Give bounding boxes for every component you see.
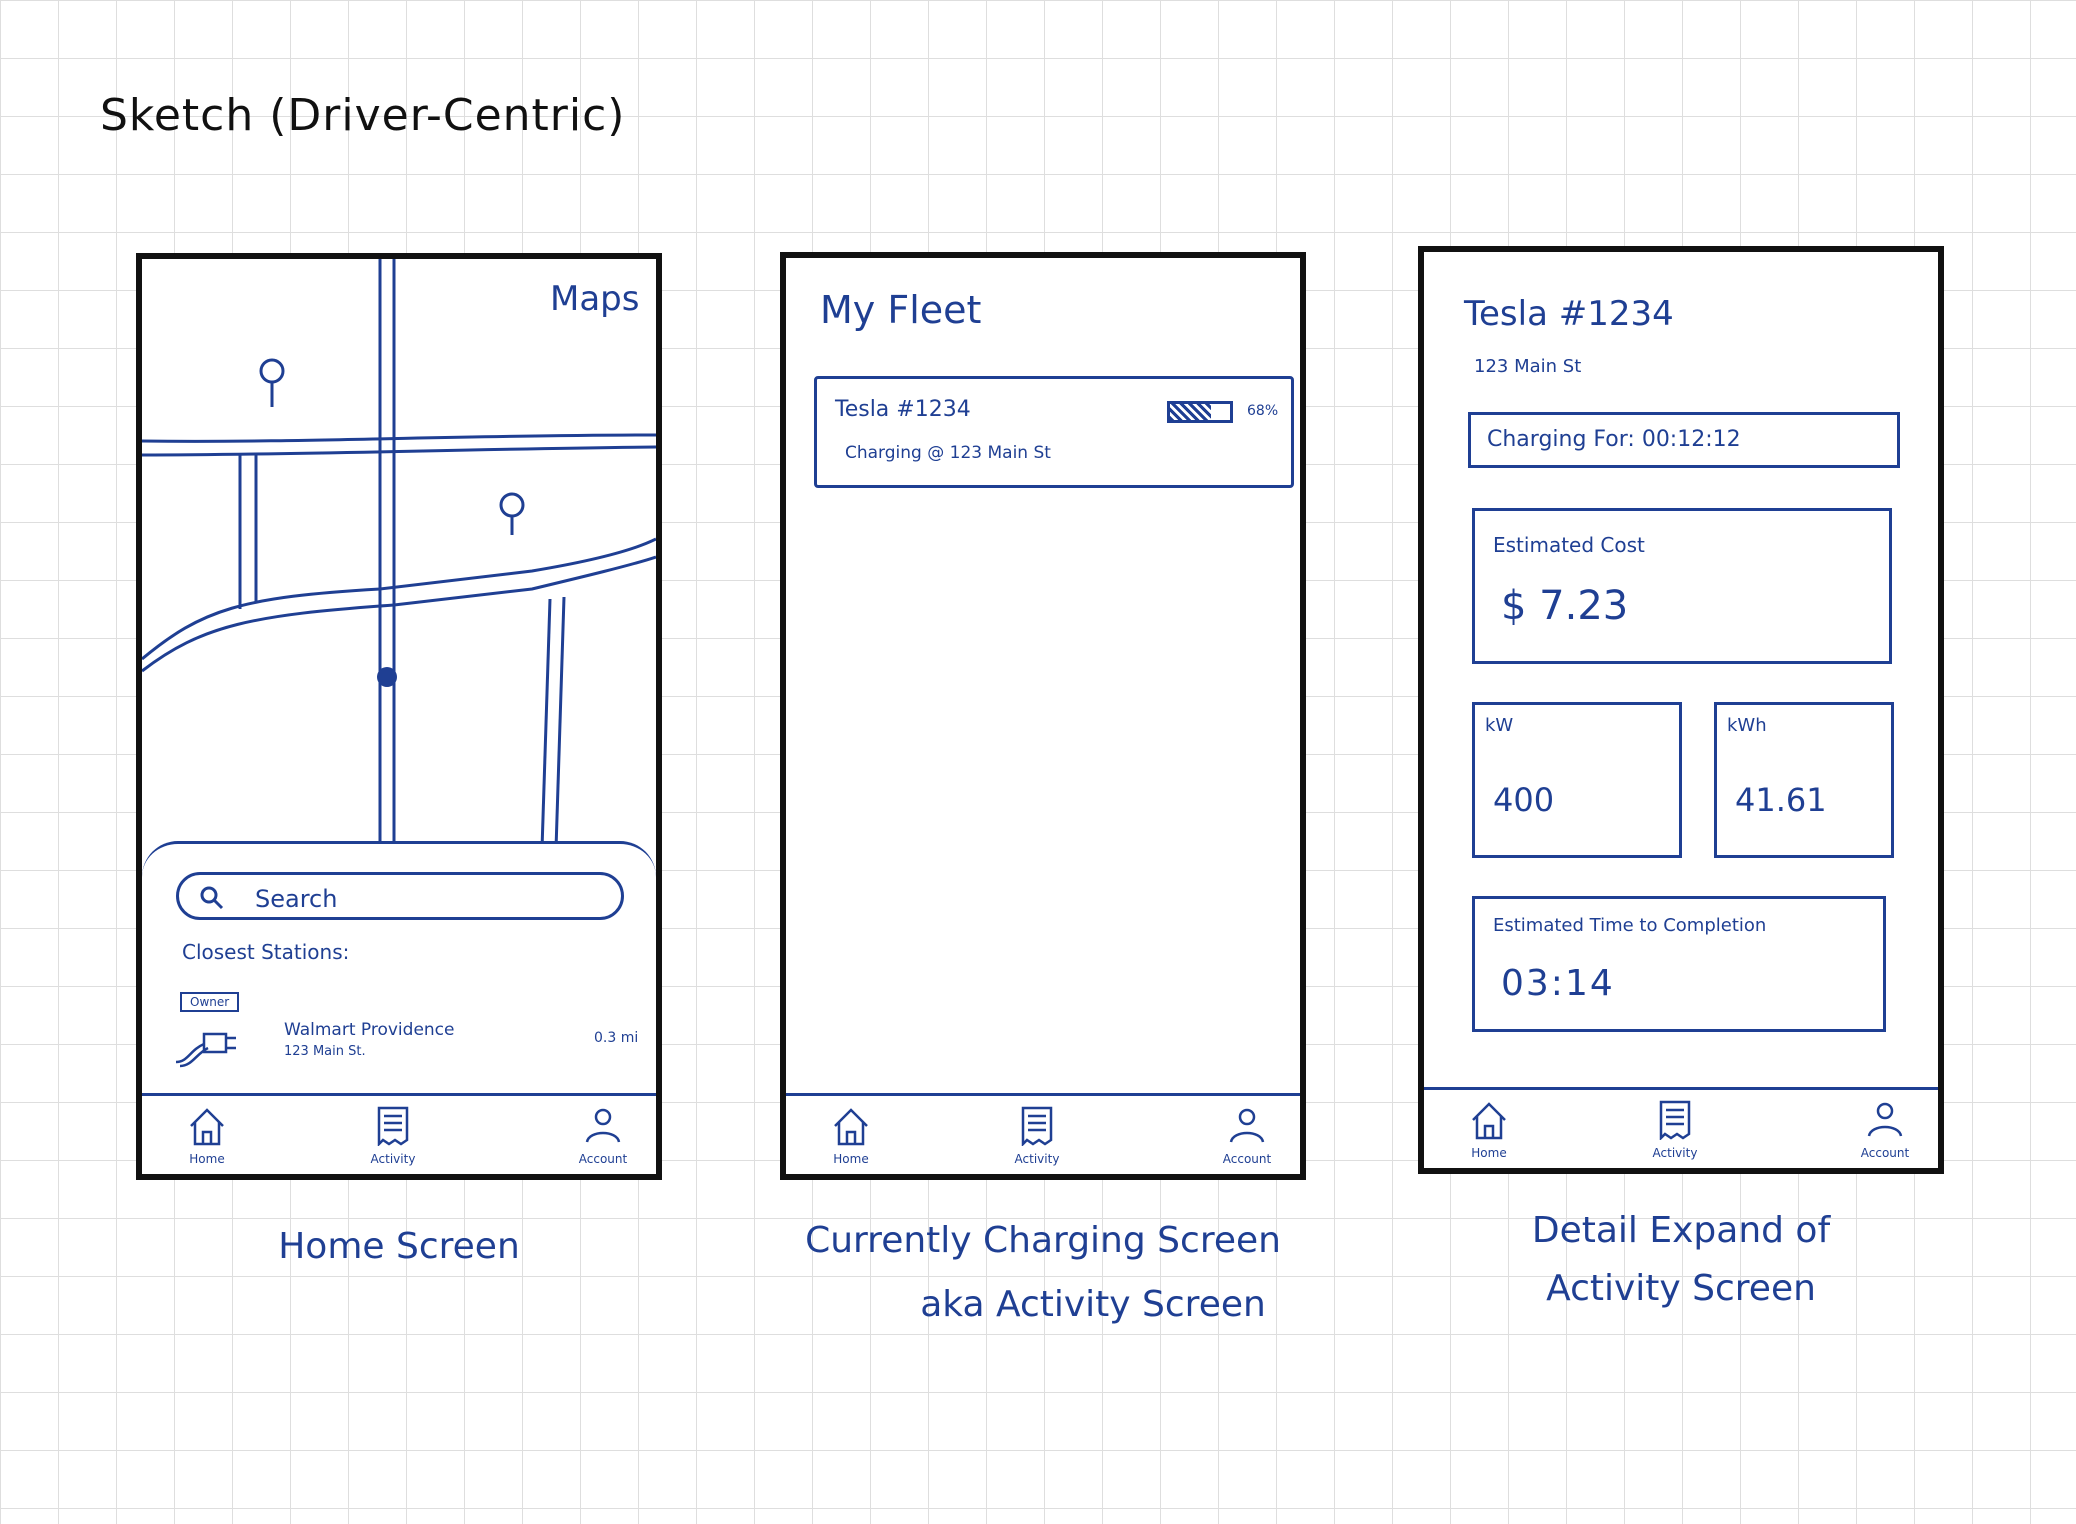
nav-account[interactable]: Account: [1840, 1100, 1930, 1160]
battery-level: [1170, 404, 1211, 420]
nav-account-label: Account: [1860, 1146, 1910, 1160]
eta-value: 03:14: [1501, 963, 1615, 1004]
charging-duration: Charging For: 00:12:12: [1487, 427, 1741, 452]
home-caption: Home Screen: [278, 1226, 520, 1267]
detail-screen: Tesla #1234 123 Main St Charging For: 00…: [1418, 246, 1944, 1174]
nav-home[interactable]: Home: [162, 1106, 252, 1166]
eta-label: Estimated Time to Completion: [1493, 915, 1767, 936]
nav-activity-label: Activity: [370, 1152, 416, 1166]
energy-value: 41.61: [1735, 781, 1827, 819]
search-placeholder: Search: [255, 885, 338, 913]
user-icon: [1229, 1108, 1265, 1143]
stations-panel: Search Closest Stations: Owner Walmart P…: [142, 841, 656, 1092]
charging-duration-box: Charging For: 00:12:12: [1468, 412, 1900, 468]
map-label: Maps: [550, 279, 640, 319]
closest-stations-label: Closest Stations:: [182, 940, 350, 964]
home-icon: [190, 1108, 224, 1146]
owner-badge: Owner: [180, 992, 240, 1012]
power-value: 400: [1493, 781, 1555, 819]
charging-status: Charging @ 123 Main St: [845, 443, 1051, 463]
activity-screen: My Fleet Tesla #1234 Charging @ 123 Main…: [780, 252, 1306, 1180]
activity-caption-line1: Currently Charging Screen: [805, 1220, 1281, 1261]
nav-activity[interactable]: Activity: [992, 1106, 1082, 1166]
user-icon: [585, 1108, 621, 1143]
user-icon: [1867, 1102, 1903, 1137]
estimated-cost-card: Estimated Cost $ 7.23: [1472, 508, 1892, 664]
bottom-nav: Home Activity Account: [1424, 1087, 1938, 1168]
nav-account[interactable]: Account: [1202, 1106, 1292, 1166]
estimated-cost-label: Estimated Cost: [1493, 533, 1645, 557]
station-distance: 0.3 mi: [594, 1030, 639, 1046]
estimated-cost-value: $ 7.23: [1501, 583, 1629, 629]
station-name[interactable]: Walmart Providence: [284, 1020, 455, 1040]
bottom-nav: Home Activity Account: [786, 1093, 1300, 1174]
page-title: My Fleet: [820, 288, 982, 332]
map-view[interactable]: [142, 259, 656, 859]
battery-icon: [1167, 401, 1233, 423]
search-icon: [200, 886, 224, 910]
nav-activity-label: Activity: [1652, 1146, 1698, 1160]
energy-card: kWh 41.61: [1714, 702, 1894, 858]
detail-caption-line2: Activity Screen: [1546, 1268, 1816, 1309]
charger-plug-icon: [175, 1032, 236, 1068]
nav-home[interactable]: Home: [806, 1106, 896, 1166]
activity-caption-line2: aka Activity Screen: [920, 1284, 1266, 1325]
vehicle-location: 123 Main St: [1474, 356, 1582, 377]
nav-home[interactable]: Home: [1444, 1100, 1534, 1160]
receipt-icon: [1659, 1100, 1691, 1142]
current-location-marker: [377, 667, 397, 687]
detail-caption-line1: Detail Expand of: [1531, 1210, 1831, 1251]
nav-account-label: Account: [1222, 1152, 1272, 1166]
bottom-nav: Home Activity Account: [142, 1093, 656, 1174]
nav-account[interactable]: Account: [558, 1106, 648, 1166]
sheet-title: Sketch (Driver-Centric): [100, 90, 626, 141]
page-title: Tesla #1234: [1464, 294, 1674, 334]
power-label: kW: [1485, 715, 1514, 736]
station-address: 123 Main St.: [284, 1044, 366, 1059]
battery-percent: 68%: [1247, 403, 1279, 419]
eta-card: Estimated Time to Completion 03:14: [1472, 896, 1886, 1032]
nav-activity[interactable]: Activity: [348, 1106, 438, 1166]
search-input[interactable]: Search: [176, 872, 624, 920]
receipt-icon: [1021, 1106, 1053, 1148]
nav-home-label: Home: [189, 1152, 225, 1166]
home-screen: Maps Search Closest Stations: Owner Walm…: [136, 253, 662, 1180]
nav-home-label: Home: [833, 1152, 869, 1166]
nav-activity[interactable]: Activity: [1630, 1100, 1720, 1160]
vehicle-name: Tesla #1234: [835, 397, 971, 422]
nav-home-label: Home: [1471, 1146, 1507, 1160]
receipt-icon: [377, 1106, 409, 1148]
energy-label: kWh: [1727, 715, 1767, 736]
fleet-vehicle-card[interactable]: Tesla #1234 Charging @ 123 Main St 68%: [814, 376, 1294, 488]
nav-activity-label: Activity: [1014, 1152, 1060, 1166]
power-card: kW 400: [1472, 702, 1682, 858]
home-icon: [1472, 1102, 1506, 1140]
nav-account-label: Account: [578, 1152, 628, 1166]
home-icon: [834, 1108, 868, 1146]
